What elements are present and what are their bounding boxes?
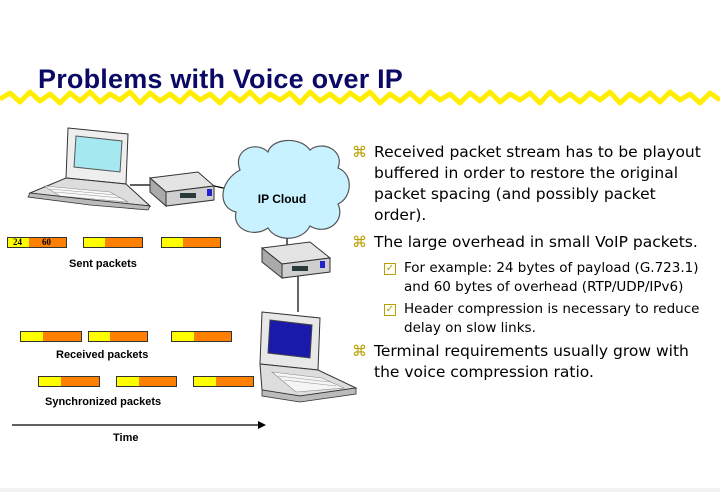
cloud-label: IP Cloud [258,192,306,206]
synchronized-packets-label: Synchronized packets [45,396,162,408]
sub-bullet-item: ✓ For example: 24 bytes of payload (G.72… [352,259,712,296]
bullet-list: ⌘ Received packet stream has to be playo… [352,142,712,389]
time-arrow-head [258,421,266,429]
bottom-rule [0,488,720,492]
bullet-text: Received packet stream has to be playout… [374,143,701,224]
checkbox-bullet-icon: ✓ [384,263,396,275]
synchronized-packet-2 [116,376,177,387]
sent-packet-2 [83,237,143,248]
time-label: Time [113,432,139,444]
checkbox-bullet-icon: ✓ [384,304,396,316]
sender-router [148,171,216,208]
receiver-router [260,241,332,280]
sent-packets-label: Sent packets [69,258,137,270]
received-packet-3 [171,331,232,342]
sub-bullet-text: For example: 24 bytes of payload (G.723.… [404,260,699,295]
bullet-item: ⌘ The large overhead in small VoIP packe… [352,232,712,253]
sent-packet-1: 24 60 [7,237,67,248]
sent-packet-3 [161,237,221,248]
command-key-bullet-icon: ⌘ [352,342,367,360]
sub-bullet-text: Header compression is necessary to reduc… [404,301,700,336]
received-packets-label: Received packets [56,349,149,361]
bullet-text: The large overhead in small VoIP packets… [374,233,698,251]
received-packet-2 [88,331,148,342]
slide-title: Problems with Voice over IP [38,64,404,94]
command-key-bullet-icon: ⌘ [352,143,367,161]
bullet-text: Terminal requirements usually grow with … [374,342,689,381]
received-packet-1 [20,331,82,342]
synchronized-packet-1 [38,376,100,387]
sub-bullet-item: ✓ Header compression is necessary to red… [352,300,712,337]
receiver-laptop [259,311,358,403]
bullet-item: ⌘ Terminal requirements usually grow wit… [352,341,712,383]
payload-bytes-label: 24 [13,237,22,247]
ip-cloud [222,139,350,239]
sender-laptop [27,127,152,211]
bullet-item: ⌘ Received packet stream has to be playo… [352,142,712,226]
synchronized-packet-3 [193,376,254,387]
overhead-bytes-label: 60 [42,237,51,247]
title-underline-zigzag [0,89,720,106]
command-key-bullet-icon: ⌘ [352,233,367,251]
